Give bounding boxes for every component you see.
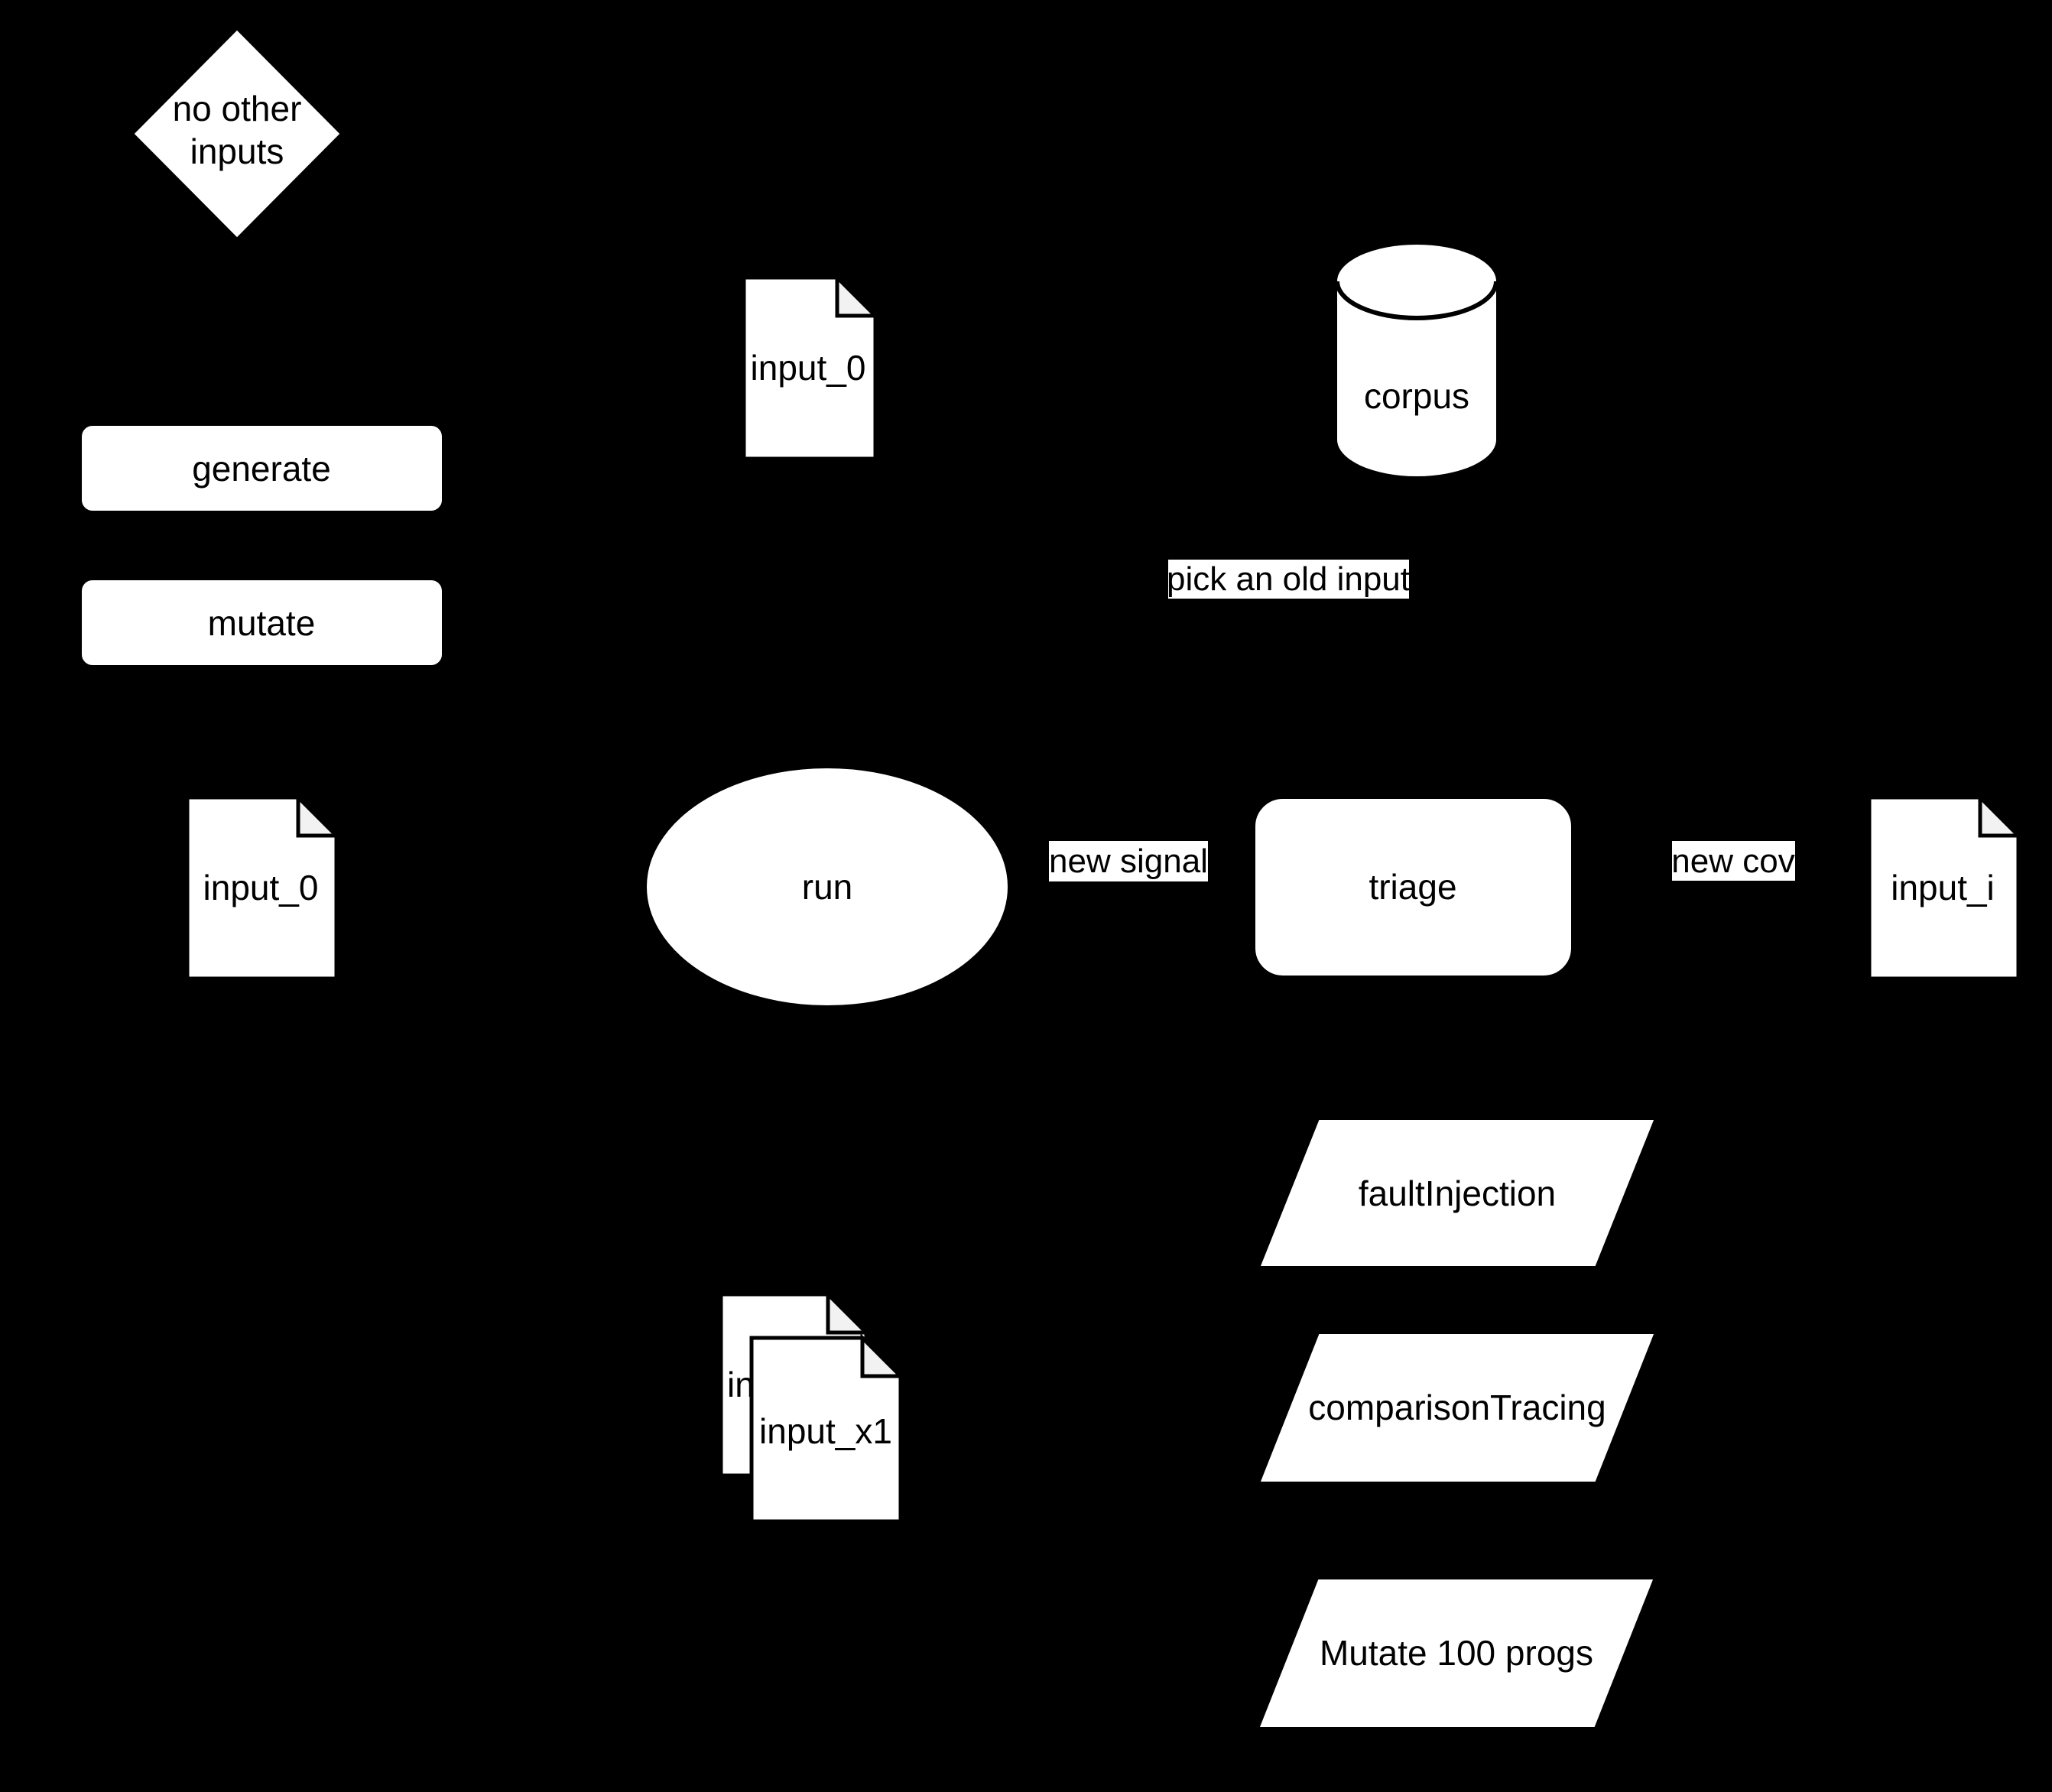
process-mutate: mutate bbox=[79, 577, 445, 668]
document-shape bbox=[749, 1336, 903, 1524]
input-x1-label: input_x1 bbox=[759, 1411, 892, 1451]
parallelogram-shape bbox=[1256, 1331, 1658, 1485]
triage-box bbox=[1252, 796, 1574, 979]
label-background bbox=[1168, 560, 1409, 599]
document-fold-icon bbox=[296, 792, 342, 838]
diamond-shape bbox=[130, 26, 344, 242]
input-i-label: input_i bbox=[1891, 868, 1995, 907]
cylinder-body bbox=[1337, 281, 1496, 476]
run-ellipse bbox=[644, 765, 1011, 1008]
fault-injection-label: faultInjection bbox=[1359, 1174, 1556, 1213]
decision-label-line2: inputs bbox=[190, 131, 284, 171]
edge-label-new-signal: new signal bbox=[1049, 841, 1208, 881]
generate-label: generate bbox=[192, 449, 331, 489]
process-generate: generate bbox=[79, 423, 445, 514]
document-input-0-top: input_0 bbox=[742, 272, 881, 461]
mutate-100-progs-label: Mutate 100 progs bbox=[1320, 1633, 1593, 1673]
decision-label-line1: no other bbox=[173, 89, 302, 128]
document-input-i: input_i bbox=[1867, 792, 2024, 981]
edge-label-pick-an-old-input: pick an old input bbox=[1167, 560, 1410, 599]
document-shape bbox=[742, 275, 878, 461]
document-fold-icon bbox=[860, 1333, 906, 1378]
corpus-label: corpus bbox=[1364, 376, 1469, 416]
input-0-left-label: input_0 bbox=[203, 868, 319, 907]
document-input-x1: input_x1 bbox=[749, 1333, 906, 1524]
document-fold-icon bbox=[1978, 792, 2024, 838]
document-shape bbox=[1867, 795, 2021, 981]
label-background bbox=[1672, 841, 1795, 881]
new-signal-text: new signal bbox=[1049, 842, 1208, 880]
document-fold-icon bbox=[835, 272, 881, 318]
decision-no-other-inputs: no other inputs bbox=[130, 26, 344, 242]
comparison-tracing-label: comparisonTracing bbox=[1308, 1388, 1606, 1427]
data-comparison-tracing: comparisonTracing bbox=[1256, 1331, 1658, 1485]
state-run: run bbox=[644, 765, 1011, 1008]
parallelogram-shape bbox=[1256, 1117, 1658, 1269]
document-fold-icon bbox=[826, 1289, 872, 1335]
document-input-0-left: input_0 bbox=[185, 792, 342, 981]
data-mutate-100-progs: Mutate 100 progs bbox=[1255, 1576, 1658, 1730]
input-0-top-label: input_0 bbox=[751, 348, 866, 388]
edge-label-new-cov: new cov bbox=[1671, 841, 1795, 881]
cylinder-top-arc bbox=[1335, 281, 1498, 320]
mutate-box bbox=[79, 577, 445, 668]
generate-box bbox=[79, 423, 445, 514]
data-fault-injection: faultInjection bbox=[1256, 1117, 1658, 1269]
document-shape bbox=[185, 795, 339, 981]
process-triage: triage bbox=[1252, 796, 1574, 979]
cylinder-top bbox=[1337, 245, 1496, 318]
run-label: run bbox=[802, 867, 852, 907]
database-corpus: corpus bbox=[1335, 245, 1498, 476]
triage-label: triage bbox=[1369, 867, 1456, 907]
new-cov-text: new cov bbox=[1671, 842, 1794, 880]
mutate-label: mutate bbox=[208, 603, 316, 643]
pick-an-old-input-text: pick an old input bbox=[1167, 560, 1410, 598]
label-background bbox=[1049, 841, 1208, 881]
parallelogram-shape bbox=[1255, 1576, 1658, 1730]
